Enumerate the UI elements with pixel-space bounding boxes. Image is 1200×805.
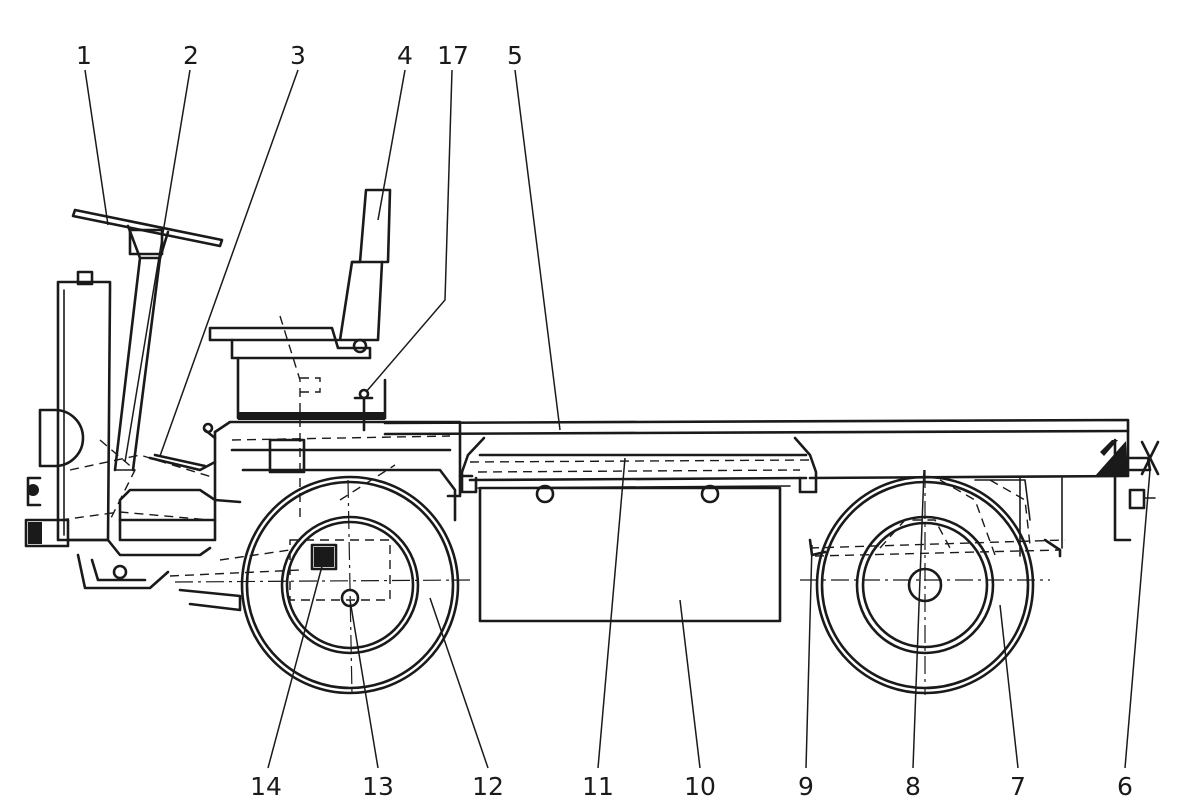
rear-wheel	[800, 470, 1066, 695]
callout-10: 10	[684, 772, 716, 801]
loading-platform	[383, 418, 1130, 557]
callout-8: 8	[905, 772, 921, 801]
callout-4: 4	[397, 41, 413, 70]
callout-14: 14	[250, 772, 282, 801]
leader-lines	[84, 69, 1151, 769]
callout-17: 17	[437, 41, 469, 70]
driver-seat	[208, 188, 392, 520]
callout-6: 6	[1117, 772, 1133, 801]
callout-12: 12	[472, 772, 504, 801]
callout-9: 9	[798, 772, 814, 801]
callout-13: 13	[362, 772, 394, 801]
callout-numbers: 1 2 3 4 17 5 14 13 12 11 10 9 8 7 6	[76, 41, 1133, 801]
rear-tow-hitch	[1113, 438, 1160, 542]
callout-11: 11	[582, 772, 614, 801]
callout-7: 7	[1010, 772, 1026, 801]
battery-box	[478, 484, 782, 623]
front-body	[24, 270, 462, 590]
steering-wheel-and-column	[71, 208, 224, 472]
callout-5: 5	[507, 41, 523, 70]
callout-1: 1	[76, 41, 92, 70]
callout-3: 3	[290, 41, 306, 70]
battery-compartment	[468, 453, 811, 489]
callout-2: 2	[183, 41, 199, 70]
front-wheel	[169, 464, 471, 696]
platform-side-brackets	[460, 436, 818, 494]
